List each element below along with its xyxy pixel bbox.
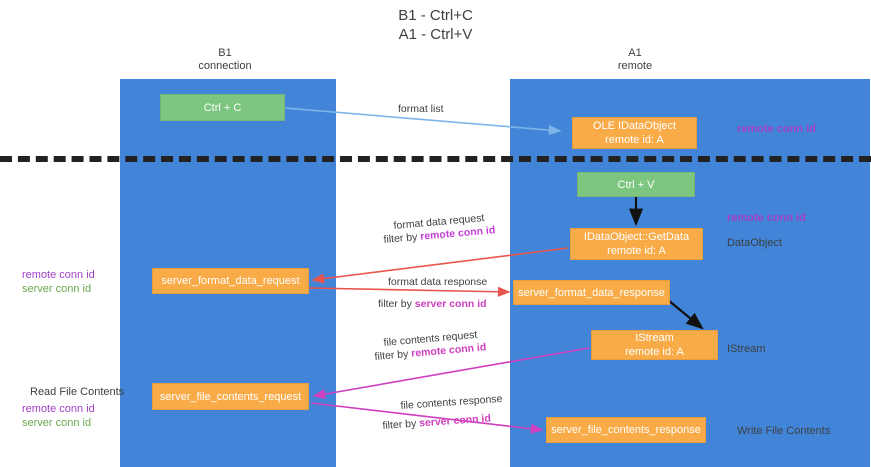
node-idataobject-getdata[interactable]: IDataObject::GetData remote id: A: [570, 228, 703, 260]
title-line-2: A1 - Ctrl+V: [398, 26, 473, 43]
node-ctrl-c[interactable]: Ctrl + C: [160, 94, 285, 121]
annotation-left-server-conn-id-2: server conn id: [22, 417, 92, 429]
node-ole-idataobject[interactable]: OLE IDataObject remote id: A: [572, 117, 697, 149]
filter-prefix: filter by: [382, 417, 420, 432]
node-istream[interactable]: IStream remote id: A: [591, 330, 718, 360]
annotation-dataobject: DataObject: [727, 237, 783, 249]
node-istream-label: IStream: [635, 332, 674, 344]
edge-label-format-list: format list: [398, 103, 444, 115]
edge-format-list: [284, 107, 562, 136]
edge-label-format-data-response: format data response: [388, 276, 488, 288]
annotation-left-conn-ids-1: remote conn id server conn id: [22, 268, 95, 296]
edge-label-format-data-response-filter: filter by server conn id: [378, 297, 487, 311]
node-ctrl-v-label: Ctrl + V: [617, 178, 655, 191]
node-server-format-data-response[interactable]: server_format_data_response: [513, 280, 670, 305]
annotation-istream: IStream: [727, 343, 766, 355]
node-idataobject-getdata-label: IDataObject::GetData: [583, 231, 690, 243]
edge-file-contents-response: [310, 402, 544, 434]
title-line-1: B1 - Ctrl+C: [398, 7, 473, 24]
annotation-left-remote-conn-id-2: remote conn id: [22, 403, 95, 415]
edge-response-to-istream: [667, 299, 704, 330]
lane-header-b1-role: connection: [198, 60, 252, 72]
annotation-remote-conn-id-top: remote conn id: [737, 123, 816, 135]
filter-prefix: filter by: [383, 230, 421, 246]
node-server-file-contents-request-label: server_file_contents_request: [159, 390, 302, 403]
node-server-file-contents-request[interactable]: server_file_contents_request: [152, 383, 309, 410]
node-server-file-contents-response-label: server_file_contents_response: [551, 424, 701, 436]
node-server-format-data-request[interactable]: server_format_data_request: [152, 268, 309, 294]
filter-prefix: filter by: [378, 298, 415, 310]
node-ctrl-c-label: Ctrl + C: [203, 101, 242, 114]
node-server-format-data-response-label: server_format_data_response: [518, 286, 665, 299]
node-istream-sub: remote id: A: [625, 346, 684, 358]
lane-header-a1-role: remote: [617, 60, 653, 72]
phase-divider: [0, 156, 871, 162]
node-idataobject-getdata-sub: remote id: A: [607, 245, 666, 257]
annotation-left-conn-ids-2: remote conn id server conn id: [22, 402, 95, 430]
node-ole-idataobject-sub: remote id: A: [605, 134, 664, 146]
annotation-remote-conn-id-mid: remote conn id: [727, 212, 806, 224]
node-server-format-data-request-label: server_format_data_request: [161, 275, 300, 287]
edge-file-contents-request: [312, 347, 590, 400]
lane-header-a1: A1 remote: [560, 47, 710, 73]
filter-prefix: filter by: [374, 347, 412, 363]
annotation-write-file-contents: Write File Contents: [737, 425, 831, 437]
lane-header-b1: B1 connection: [150, 47, 300, 73]
page-title: B1 - Ctrl+C A1 - Ctrl+V: [0, 6, 871, 44]
edge-format-data-response: [308, 286, 511, 297]
annotation-left-server-conn-id-1: server conn id: [22, 283, 92, 295]
filter-key: server conn id: [414, 298, 487, 310]
annotation-read-file-contents: Read File Contents: [30, 386, 125, 398]
node-server-file-contents-response[interactable]: server_file_contents_response: [546, 417, 706, 443]
node-ole-idataobject-label: OLE IDataObject: [592, 120, 677, 132]
lane-header-b1-name: B1: [218, 47, 232, 59]
node-ctrl-v[interactable]: Ctrl + V: [577, 172, 695, 197]
edge-format-data-request: [311, 247, 569, 284]
lane-header-a1-name: A1: [628, 47, 642, 59]
annotation-left-remote-conn-id-1: remote conn id: [22, 269, 95, 281]
